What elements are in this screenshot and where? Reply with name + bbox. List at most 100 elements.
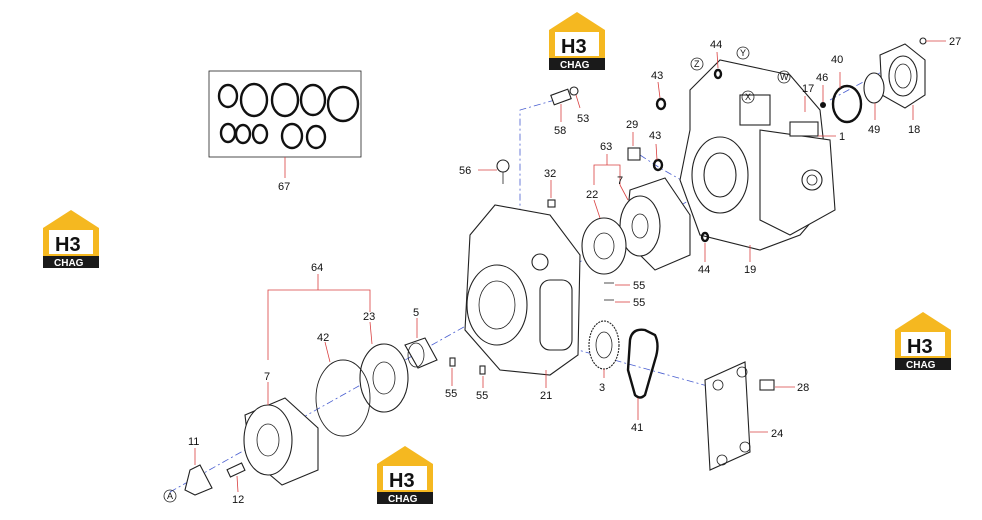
pin-55c — [449, 357, 456, 367]
cover-plate-group — [704, 361, 795, 471]
housing-side-block — [759, 129, 836, 236]
callout-55d: 55 — [476, 390, 488, 402]
callout-56: 56 — [459, 165, 471, 177]
plug-29 — [627, 147, 641, 161]
callout-7-upper: 7 — [617, 175, 623, 187]
callout-12: 12 — [232, 494, 244, 506]
svg-text:CHAG: CHAG — [560, 60, 590, 71]
seal-43a — [655, 97, 667, 111]
letter-Y: Y — [740, 48, 746, 58]
letter-Z: Z — [694, 59, 700, 69]
callout-28: 28 — [797, 382, 809, 394]
axis-line-58 — [519, 99, 556, 240]
shaft-spline — [789, 121, 819, 137]
fasteners-top — [478, 86, 581, 208]
spring-12 — [226, 462, 246, 478]
housing-bore-inner — [703, 152, 737, 198]
logo-right: H3 CHAG — [895, 312, 951, 371]
svg-text:H3: H3 — [55, 234, 81, 256]
callout-22: 22 — [586, 189, 598, 201]
callout-46: 46 — [816, 72, 828, 84]
watermark-logos: H3 CHAG H3 CHAG H3 CHAG H3 CHAG — [43, 12, 951, 505]
logo-bottom: H3 CHAG — [377, 446, 433, 505]
nut-53 — [569, 86, 579, 96]
callout-40: 40 — [831, 54, 843, 66]
callout-41: 41 — [631, 422, 643, 434]
eye-bolt-56 — [496, 159, 510, 173]
leader-22 — [593, 199, 601, 219]
seal-kit-box — [208, 70, 362, 178]
callout-42: 42 — [317, 332, 329, 344]
callout-43-lower: 43 — [649, 130, 661, 142]
o-ring-41 — [626, 328, 659, 399]
shoe-11 — [184, 464, 213, 496]
callout-55a: 55 — [633, 280, 645, 292]
callout-21: 21 — [540, 390, 552, 402]
end-cover-group — [804, 37, 946, 124]
plate-23 — [359, 343, 409, 413]
callout-23: 23 — [363, 311, 375, 323]
marker-X — [741, 90, 755, 104]
callout-43-upper: 43 — [651, 70, 663, 82]
o-ring-40 — [831, 84, 863, 124]
bracket-64 — [267, 289, 371, 360]
callout-64: 64 — [311, 262, 323, 274]
leader-43a — [657, 81, 661, 99]
logo-top: H3 CHAG — [549, 12, 605, 71]
marker-letters: Y Z X W A — [167, 48, 789, 501]
marker-A — [163, 489, 177, 503]
callout-1: 1 — [839, 131, 845, 143]
marker-Z — [690, 57, 704, 71]
lower-bearing-group — [267, 274, 438, 437]
leader-12 — [236, 475, 239, 493]
bolt-28 — [759, 379, 775, 391]
svg-text:CHAG: CHAG — [388, 494, 418, 505]
letter-A: A — [167, 491, 173, 501]
callout-55b: 55 — [633, 297, 645, 309]
callout-18: 18 — [908, 124, 920, 136]
letter-markers — [163, 46, 791, 503]
callout-29: 29 — [626, 119, 638, 131]
callout-32: 32 — [544, 168, 556, 180]
pin-55d — [479, 365, 486, 375]
callout-67: 67 — [278, 181, 290, 193]
callout-labels: 1 3 5 7 7 11 12 17 18 19 21 22 23 24 27 … — [188, 36, 961, 506]
bolt-27 — [919, 37, 927, 45]
gasket-42 — [315, 359, 371, 437]
svg-text:H3: H3 — [561, 36, 587, 58]
middle-housing — [464, 204, 581, 388]
port-window — [539, 279, 573, 351]
gear-and-seal — [588, 320, 659, 420]
letter-X: X — [745, 92, 751, 102]
pins — [449, 282, 630, 388]
gear-3 — [588, 320, 620, 370]
callout-5: 5 — [413, 307, 419, 319]
valve-plate-22 — [581, 217, 627, 275]
svg-text:CHAG: CHAG — [906, 360, 936, 371]
callout-63: 63 — [600, 141, 612, 153]
small-seals — [627, 51, 723, 262]
plug-32 — [547, 199, 556, 208]
callout-44-upper: 44 — [710, 39, 722, 51]
svg-text:H3: H3 — [907, 336, 933, 358]
leader-43b — [655, 143, 658, 161]
lower-cylinder-group — [184, 382, 319, 496]
leader-23 — [369, 321, 373, 345]
callout-24: 24 — [771, 428, 783, 440]
callout-49: 49 — [868, 124, 880, 136]
seal-44b — [700, 231, 710, 243]
upper-cylinder-group — [581, 154, 691, 275]
callout-19: 19 — [744, 264, 756, 276]
callout-53: 53 — [577, 113, 589, 125]
callout-17: 17 — [802, 83, 814, 95]
bearing-49 — [863, 72, 885, 104]
cover-plate-24 — [704, 361, 751, 471]
leader-44a — [716, 51, 719, 69]
main-pump-housing — [679, 59, 836, 262]
callout-11: 11 — [188, 436, 199, 448]
svg-text:H3: H3 — [389, 470, 415, 492]
callout-7-lower: 7 — [264, 371, 270, 383]
marker-Y — [736, 46, 750, 60]
letter-W: W — [780, 72, 789, 82]
seal-44a — [713, 68, 723, 80]
